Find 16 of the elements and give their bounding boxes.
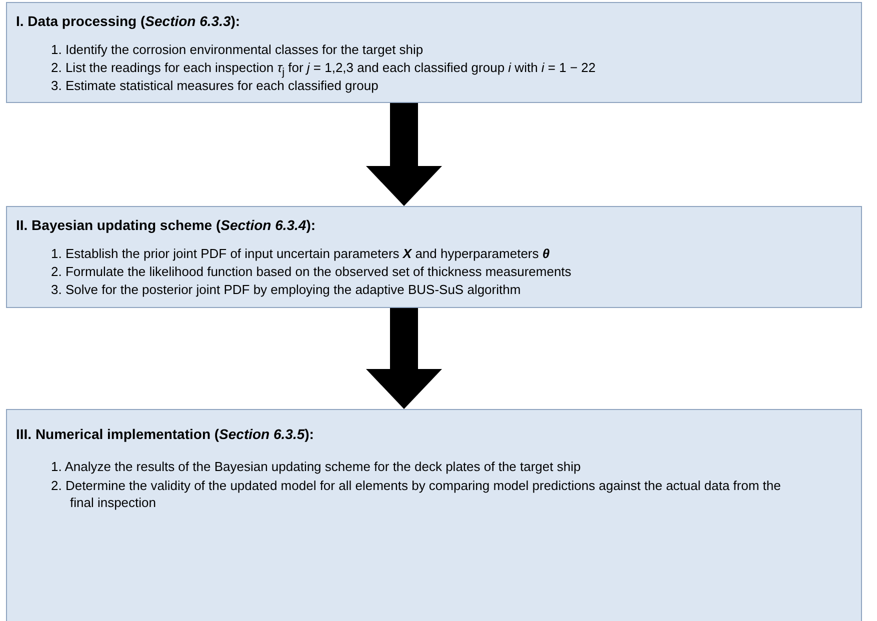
process-box [6, 206, 862, 308]
block-arrow [366, 103, 442, 206]
step-text: 3. Estimate statistical measures for each classified group [51, 78, 380, 94]
step-text: 2. List the readings for each inspection τ$_{j}$ for j = 1,2,3 and each classified group i with i = 1 − 22 [51, 59, 597, 80]
step-text: 1. Identify the corrosion environmental classes for the target ship [51, 41, 424, 58]
step-text: 1. Analyze the results of the Bayesian updating scheme for the deck plates of the target ship [51, 458, 582, 475]
block-arrow [366, 308, 442, 409]
section-heading: I. Data processing (Section 6.3.3): [16, 13, 240, 29]
process-box [6, 2, 862, 103]
step-text: 2. Formulate the likelihood function based on the observed set of thickness measurements [51, 263, 572, 280]
step-text: 2. Determine the validity of the updated model for all elements by comparing model predictions against the actual data from the final inspection [51, 477, 782, 511]
section-heading: II. Bayesian updating scheme (Section 6.3.4): [16, 217, 316, 233]
section-heading: III. Numerical implementation (Section 6.3.5): [16, 426, 314, 442]
process-box [6, 409, 862, 621]
step-text: 3. Solve for the posterior joint PDF by employing the adaptive BUS-SuS algorithm [51, 281, 522, 298]
step-text: 1. Establish the prior joint PDF of input uncertain parameters X and hyperparameters θ [51, 245, 551, 262]
